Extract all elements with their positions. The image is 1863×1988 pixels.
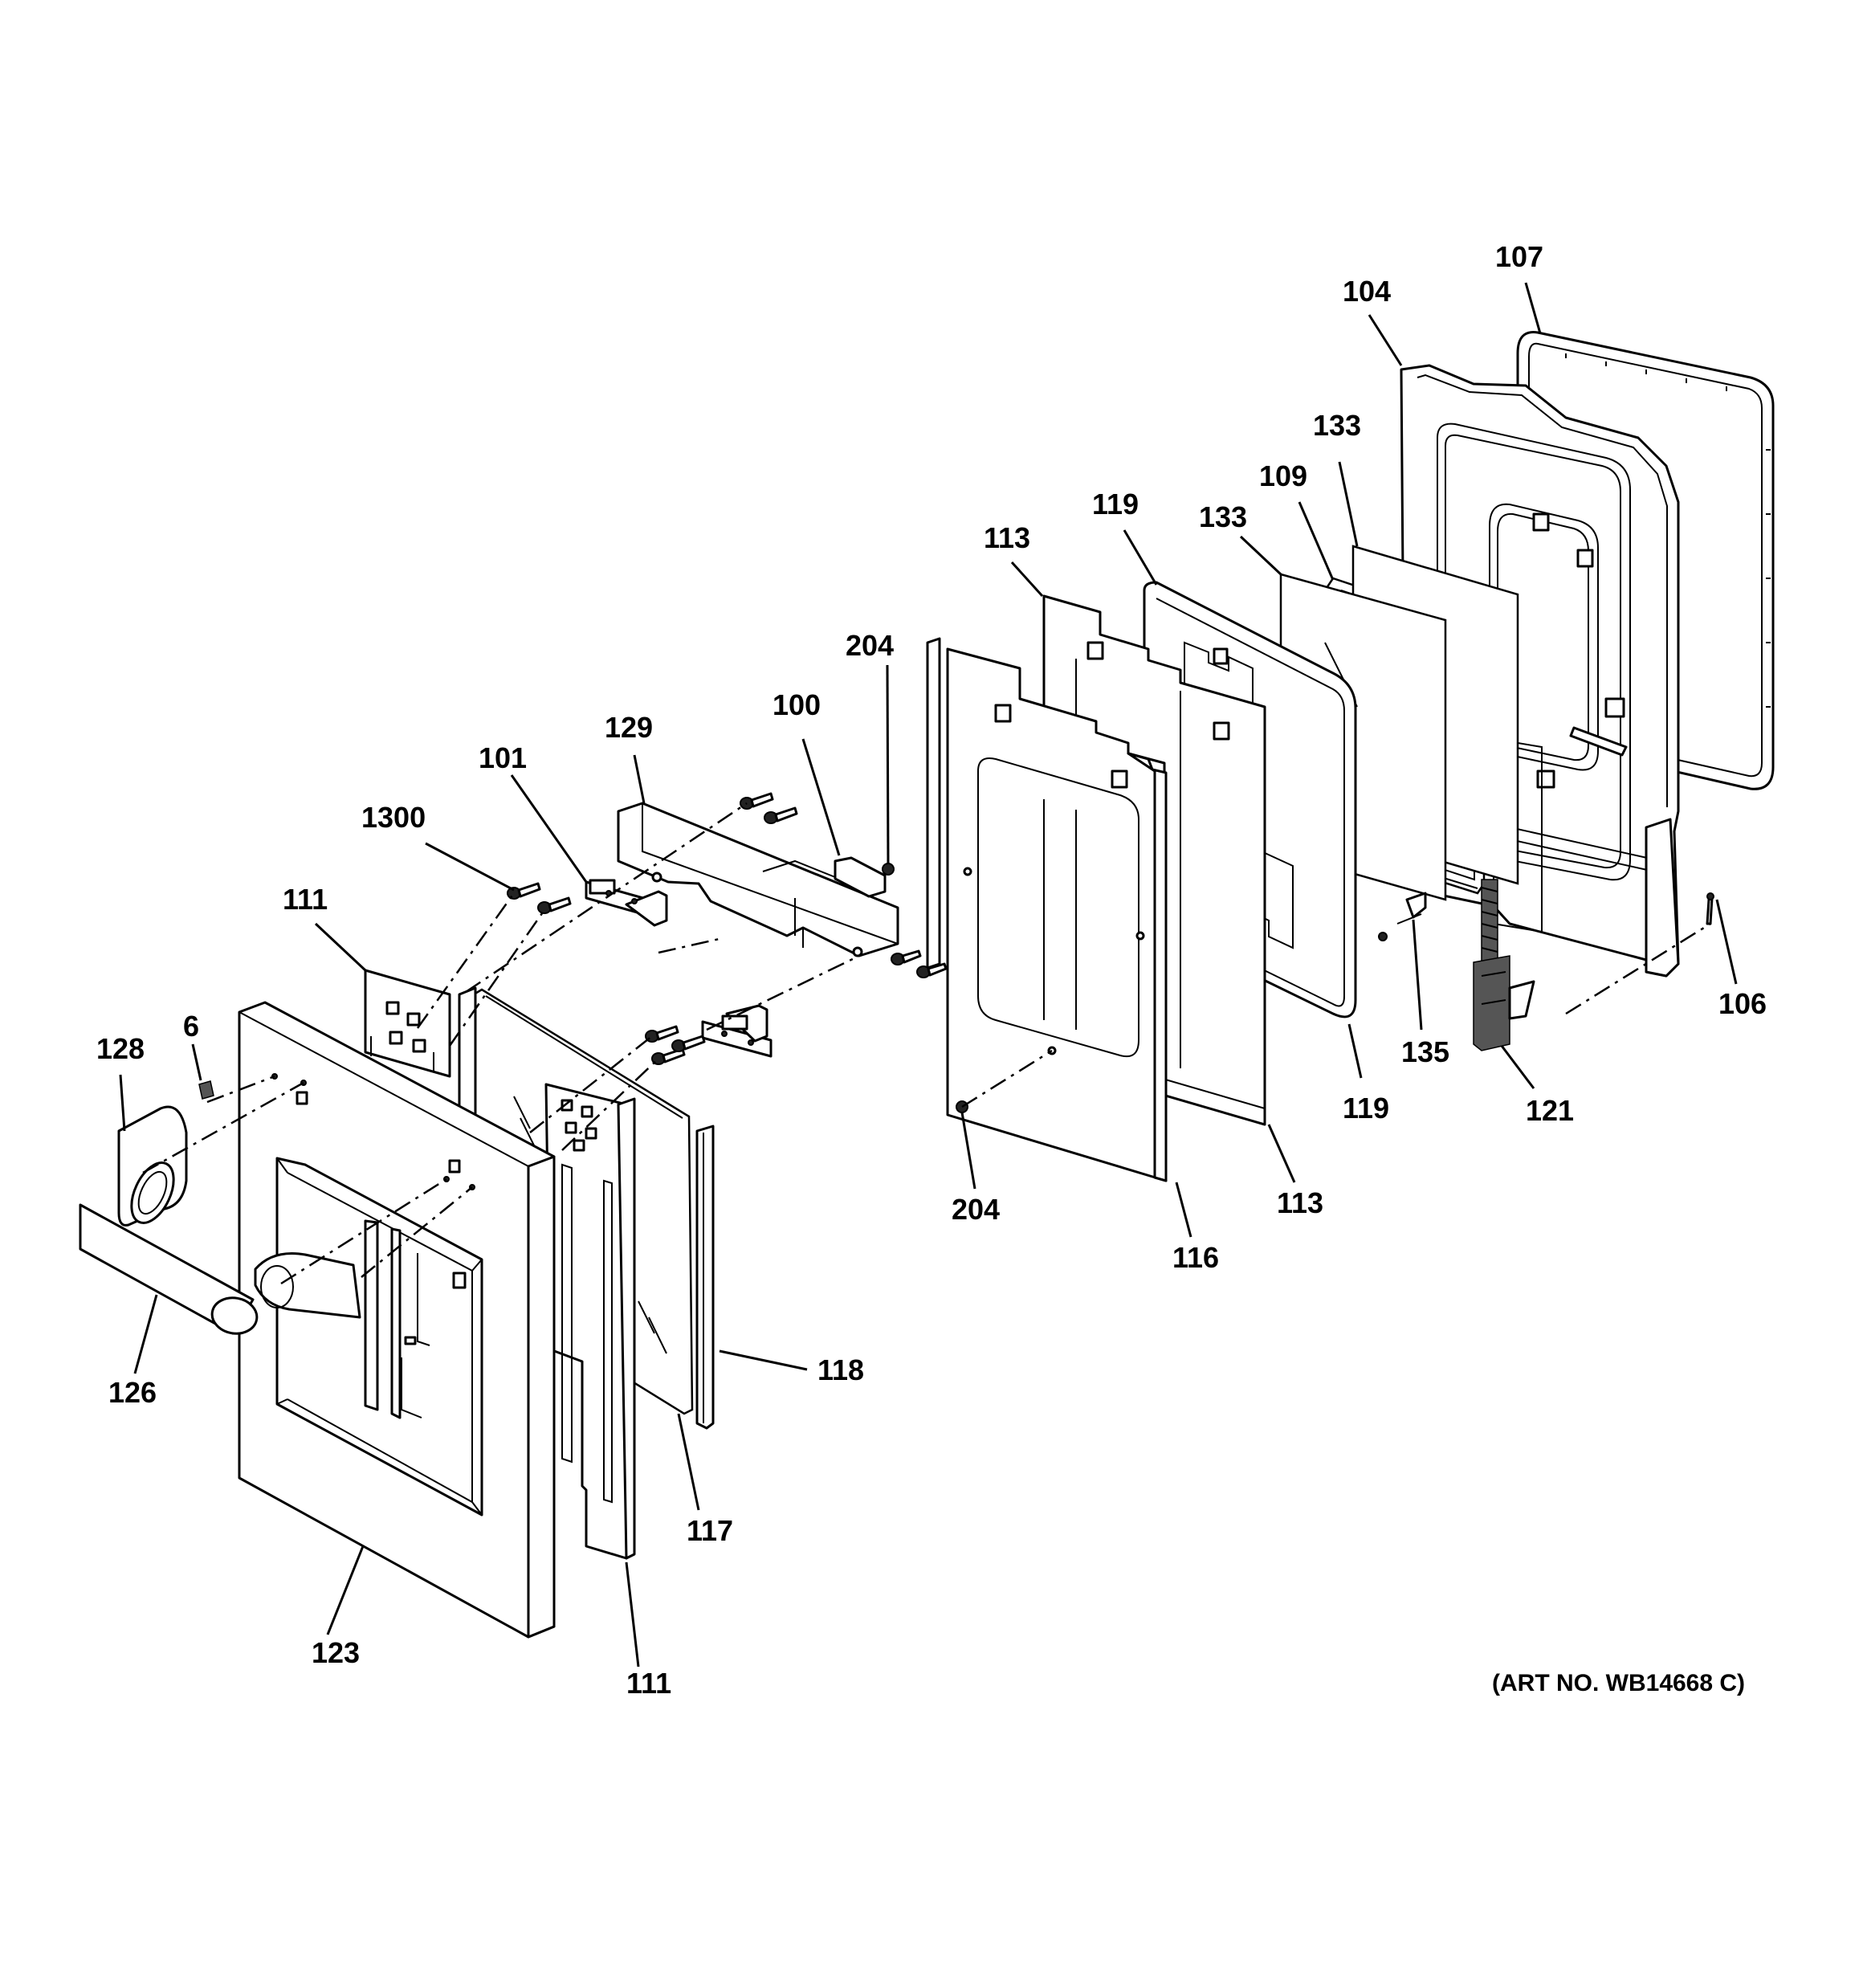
callout-123: 123 [312,1636,360,1669]
callout-116: 116 [1172,1241,1219,1274]
callout-111-top: 111 [283,883,328,916]
callout-107: 107 [1495,240,1543,273]
callout-109: 109 [1259,459,1307,492]
callout-129: 129 [605,711,653,744]
callout-119-top: 119 [1092,488,1139,520]
part-126-handle-tube [79,1203,361,1335]
callout-106: 106 [1718,987,1767,1020]
part-111-side-channel-upper [364,969,477,1134]
callout-101: 101 [479,741,527,774]
part-6-set-screw [198,1080,214,1100]
part-1300-screws [507,792,948,1065]
callout-104: 104 [1343,275,1391,308]
part-123-door-frame [238,1001,556,1639]
part-111-side-channel-lower [544,1083,636,1560]
callout-121: 121 [1526,1094,1574,1127]
part-135-latch-clip [1378,892,1427,941]
callout-100: 100 [773,688,821,721]
callout-204-top: 204 [846,629,894,662]
part-101-hinge-bracket-lower [701,1004,773,1058]
part-116-inner-door-panel [926,637,1168,1182]
callout-111-bottom: 111 [626,1667,671,1700]
part-106-screw [1706,892,1714,925]
callout-128: 128 [96,1032,145,1065]
callout-113-top: 113 [984,521,1030,554]
callout-119-bottom: 119 [1343,1092,1389,1125]
part-121-hinge-assembly [1473,879,1535,1051]
assembly-alignment-lines [142,802,1711,1285]
callout-126: 126 [108,1376,157,1409]
callout-labels: 107 104 133 109 133 119 113 204 100 129 … [96,240,1767,1700]
callout-118: 118 [817,1353,864,1386]
art-number: (ART NO. WB14668 C) [1492,1670,1745,1696]
callout-204-bottom: 204 [952,1193,1000,1226]
callout-1300: 1300 [361,801,426,834]
callout-135: 135 [1401,1035,1449,1068]
callout-113-bottom: 113 [1277,1186,1323,1219]
part-204-screw-upper [882,863,895,876]
callout-leader-lines [119,282,1738,1668]
callout-133-rear: 133 [1313,409,1361,442]
callout-117: 117 [687,1514,733,1547]
part-100-bracket [834,856,887,898]
part-118-trim-strip [695,1125,715,1430]
callout-6: 6 [183,1010,199,1043]
callout-133-front: 133 [1199,500,1247,533]
part-128-handle-end-cap [117,1105,188,1227]
